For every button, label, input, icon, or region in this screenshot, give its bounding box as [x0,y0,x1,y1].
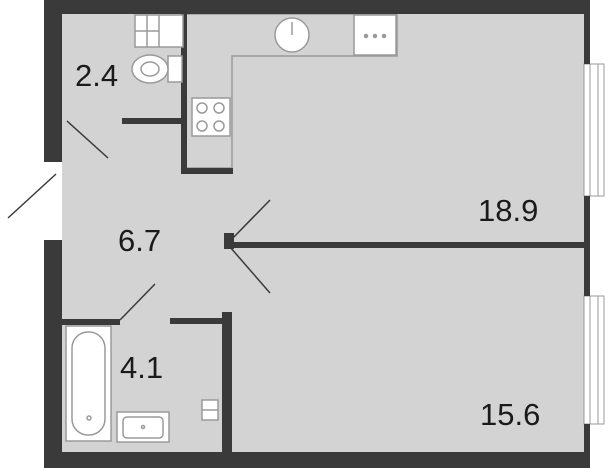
room-label-wc: 2.4 [75,58,118,93]
toilet-icon [131,54,183,84]
bathroom-sink-icon [116,411,170,443]
wall-kitchen-left [181,14,187,172]
wall-right-middle [584,196,590,296]
window-upper [583,63,605,197]
wall-wc-bottom [122,118,184,124]
room-label-kitchen-living: 18.9 [478,193,538,228]
wc-door [66,120,109,159]
wall-bath-top-left [62,319,120,325]
fixtures [65,14,397,443]
wall-left-lower [44,240,62,468]
wall-hall-column [224,233,234,249]
wall-bath-top-right [170,318,226,324]
stove-icon [191,97,231,137]
boiler-icon [134,14,184,48]
wall-right-bottom [584,424,590,468]
wall-bedroom-left [222,312,232,454]
room-label-hallway: 6.7 [118,223,161,258]
bathtub-icon [65,325,112,442]
wall-right-top [584,0,590,64]
wall-bottom [44,452,590,468]
wall-kitchen-bottom [181,168,233,174]
living-door [229,199,271,242]
bedroom-floor [230,245,584,452]
wall-top [44,0,590,14]
walls [44,0,590,468]
entrance-door [7,173,57,219]
washer-icon [201,399,219,421]
bathroom-door [119,283,156,321]
window-lower [583,295,605,425]
room-label-bedroom: 15.6 [480,397,540,432]
wall-living-bedroom [230,242,584,248]
door-swings [7,120,271,321]
kitchen-sink-icon [274,17,310,53]
windows [583,63,605,425]
room-label-bathroom: 4.1 [120,350,163,385]
wall-left-upper [44,0,62,162]
bedroom-door [229,246,271,294]
appliance-icon [353,14,397,56]
